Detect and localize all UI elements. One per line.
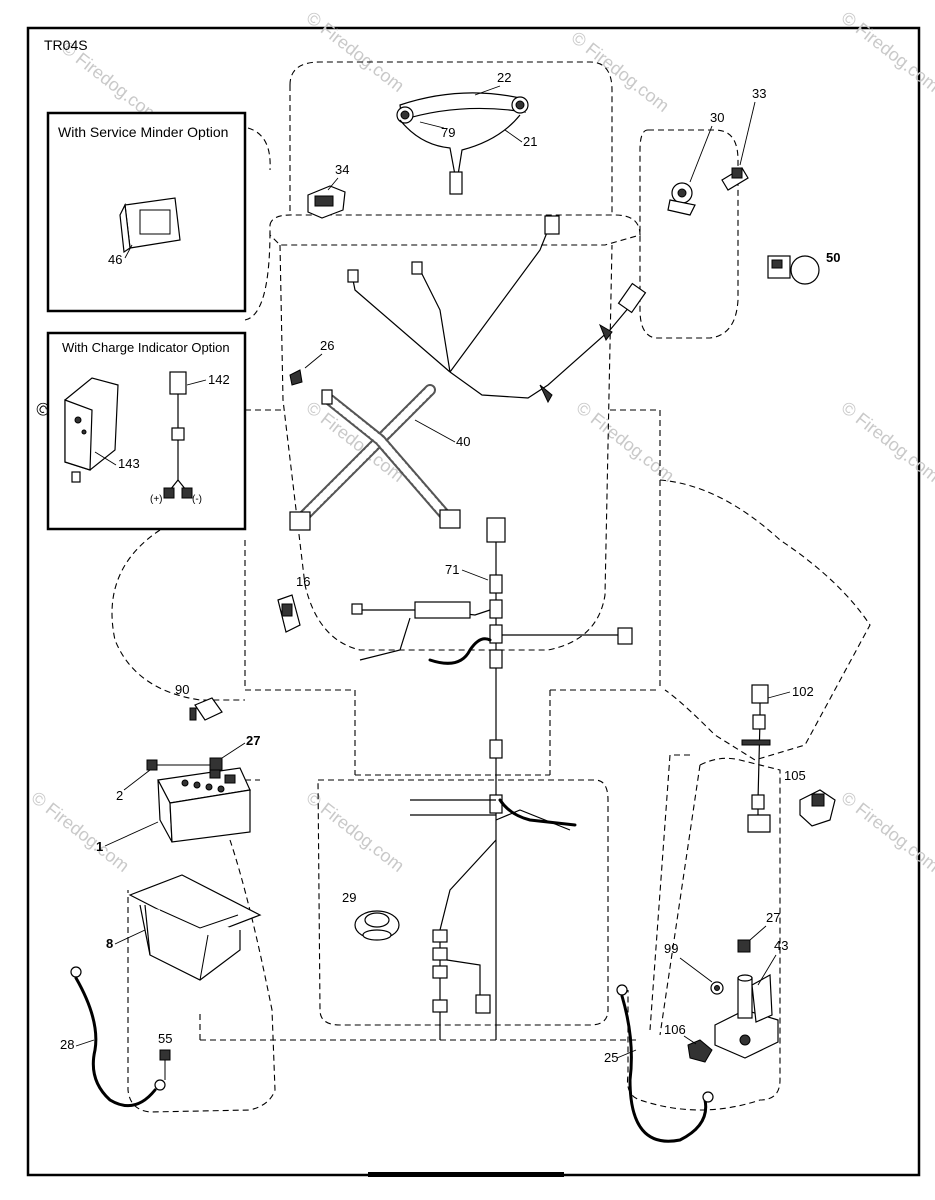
label-71: 71 (445, 562, 459, 577)
horn-29 (354, 910, 400, 941)
label-27a: 27 (246, 733, 260, 748)
watermark-text: © Firedog.com (838, 7, 935, 96)
key-33 (721, 167, 749, 191)
headlight-harness (396, 92, 529, 195)
relay-16 (277, 594, 301, 633)
watermark-text: © Firedog.com (568, 27, 674, 116)
label-143: 143 (118, 456, 140, 471)
label-79: 79 (441, 125, 455, 140)
engine-harness-71 (351, 517, 633, 1040)
charge-indicator-143 (64, 377, 119, 483)
watermark-text: © Firedog.com (838, 787, 935, 876)
part-90 (189, 697, 223, 721)
inset-title-service-minder: With Service Minder Option (58, 124, 228, 140)
label-29: 29 (342, 890, 356, 905)
washer-99 (710, 981, 724, 995)
cable-25 (616, 984, 714, 1143)
label-106: 106 (664, 1022, 686, 1037)
minus-terminal: (-) (192, 494, 202, 505)
watermark-text: © Firedog.com (303, 787, 409, 876)
tractor-outline (111, 61, 871, 1113)
solenoid-43 (714, 974, 779, 1059)
label-99: 99 (664, 941, 678, 956)
label-34: 34 (335, 162, 349, 177)
label-16: 16 (296, 574, 310, 589)
bolt-2 (146, 759, 210, 771)
switch-34 (307, 185, 346, 219)
switch-harness-102 (741, 684, 771, 833)
label-2: 2 (116, 788, 123, 803)
label-90: 90 (175, 682, 189, 697)
inset-title-charge-indicator: With Charge Indicator Option (62, 340, 230, 355)
ignition-switch-30 (667, 182, 696, 216)
hour-meter-46 (119, 197, 181, 254)
label-105: 105 (784, 768, 806, 783)
label-21: 21 (523, 134, 537, 149)
label-43: 43 (774, 938, 788, 953)
label-46: 46 (108, 252, 122, 267)
label-40: 40 (456, 434, 470, 449)
battery-1 (157, 767, 251, 843)
inset-service-minder: With Service Minder Option 46 (46, 111, 247, 313)
nut-27a (209, 757, 223, 771)
watermark-text: © Firedog.com (303, 7, 409, 96)
label-102: 102 (792, 684, 814, 699)
battery-tray-8 (128, 874, 262, 981)
label-22: 22 (497, 70, 511, 85)
label-28: 28 (60, 1037, 74, 1052)
label-26: 26 (320, 338, 334, 353)
bolt-55 (159, 1049, 171, 1080)
bracket-106 (687, 1039, 713, 1063)
watermark-text: © Firedog.com (573, 397, 679, 486)
label-33: 33 (752, 86, 766, 101)
label-142: 142 (208, 372, 230, 387)
label-50: 50 (826, 250, 840, 265)
plus-terminal: (+) (150, 494, 163, 505)
label-55: 55 (158, 1031, 172, 1046)
main-harness-40 (289, 215, 647, 531)
watermark-text: © Firedog.com (838, 397, 935, 486)
charge-harness-142 (163, 371, 193, 499)
label-8: 8 (106, 936, 113, 951)
diagram-code: TR04S (44, 37, 88, 53)
label-27b: 27 (766, 910, 780, 925)
ground-cable-28 (70, 966, 166, 1108)
pto-switch-50 (767, 255, 820, 285)
frame-bottom-tab (368, 1172, 564, 1177)
label-30: 30 (710, 110, 724, 125)
label-25: 25 (604, 1050, 618, 1065)
switch-105 (799, 789, 836, 827)
label-1: 1 (96, 839, 103, 854)
inset-charge-indicator: With Charge Indicator Option 143 142 (+)… (46, 331, 247, 531)
nut-27b (737, 939, 751, 953)
